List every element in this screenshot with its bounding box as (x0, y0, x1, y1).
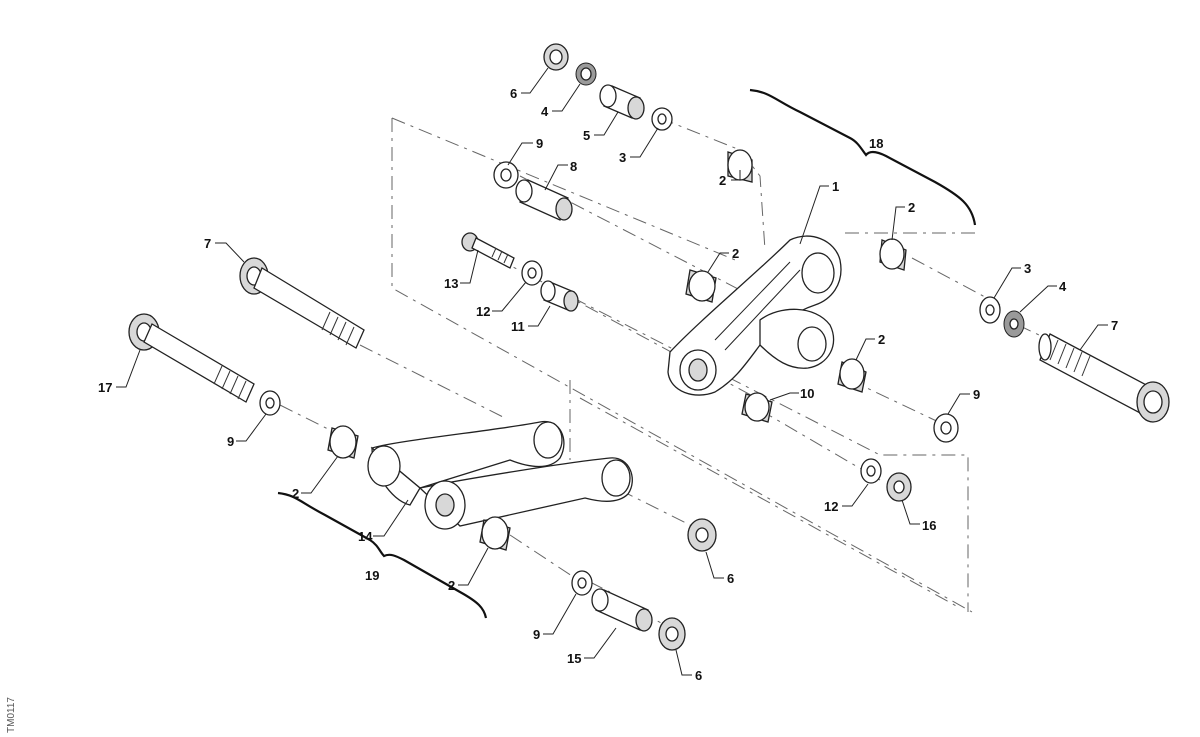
washer-3-top (651, 107, 673, 131)
callout-9-left: 9 (227, 434, 234, 449)
callout-9-right: 9 (973, 387, 980, 402)
callout-10: 10 (800, 386, 814, 401)
washer-12-lower (860, 458, 882, 484)
bolt-7-right (1038, 333, 1170, 423)
callout-8: 8 (570, 159, 577, 174)
callout-11: 11 (511, 319, 525, 334)
callout-2-right-lower: 2 (878, 332, 885, 347)
callout-12-lower: 12 (824, 499, 838, 514)
washer-4-top (575, 62, 597, 86)
nut-6-mid (687, 518, 717, 552)
callout-9-upper: 9 (536, 136, 543, 151)
assembly-centre-lines (279, 117, 1061, 626)
callout-4-top: 4 (541, 104, 549, 119)
callout-12-upper: 12 (476, 304, 490, 319)
washer-4-right (1003, 310, 1025, 338)
washer-12-upper (521, 260, 543, 286)
callout-2-right-upper: 2 (908, 200, 915, 215)
callout-15: 15 (567, 651, 581, 666)
callout-3-right: 3 (1024, 261, 1031, 276)
callout-5: 5 (583, 128, 590, 143)
bushing-2-right-lower (837, 358, 867, 393)
callout-7-right: 7 (1111, 318, 1118, 333)
callout-2-left: 2 (292, 486, 299, 501)
callout-18: 18 (869, 136, 883, 151)
parts (128, 43, 1170, 651)
sleeve-15 (591, 588, 653, 632)
brace-18 (749, 88, 977, 226)
callout-2-lower: 2 (448, 578, 455, 593)
callout-4-right: 4 (1059, 279, 1067, 294)
callout-9-lower: 9 (533, 627, 540, 642)
callout-6-bottom: 6 (695, 668, 702, 683)
callout-19: 19 (365, 568, 379, 583)
washer-9-left (259, 390, 281, 416)
callout-labels: 6 4 5 3 9 8 2 1 18 2 2 13 12 11 3 4 7 2 … (98, 86, 1118, 683)
nut-16 (886, 472, 912, 502)
callout-2-upper: 2 (719, 173, 726, 188)
brace-19 (277, 491, 488, 619)
bushing-2-left (327, 425, 359, 459)
leader-lines (116, 67, 1108, 676)
nut-6-bottom (658, 617, 686, 651)
callout-6-top: 6 (510, 86, 517, 101)
nut-6-top (543, 43, 569, 71)
bushing-2-right-upper (879, 238, 907, 271)
bushing-2-lower (479, 516, 511, 551)
sleeve-5 (599, 84, 645, 120)
callout-1: 1 (832, 179, 839, 194)
bushing-2-upper (727, 149, 753, 183)
bolt-13 (461, 232, 515, 269)
callout-7-left: 7 (204, 236, 211, 251)
reference-code: TM0117 (6, 697, 17, 733)
callout-2-link1-left: 2 (732, 246, 739, 261)
washer-9-right (933, 413, 959, 443)
callout-13: 13 (444, 276, 458, 291)
callout-6-mid: 6 (727, 571, 734, 586)
assembly-braces (277, 88, 977, 619)
callout-16: 16 (922, 518, 936, 533)
washer-9-upper (493, 161, 519, 189)
rocker-link-1 (667, 235, 842, 396)
callout-3-top: 3 (619, 150, 626, 165)
tie-rod-14 (367, 420, 633, 530)
bushing-2-link1-left (685, 269, 717, 303)
sleeve-8 (515, 179, 573, 221)
sleeve-11 (540, 280, 579, 312)
bolt-7-left (239, 257, 365, 349)
callout-17: 17 (98, 380, 112, 395)
washer-3-right (979, 296, 1001, 324)
spacer-10 (741, 392, 773, 423)
washer-9-lower (571, 570, 593, 596)
bolt-17 (128, 313, 255, 403)
callout-14: 14 (358, 529, 373, 544)
